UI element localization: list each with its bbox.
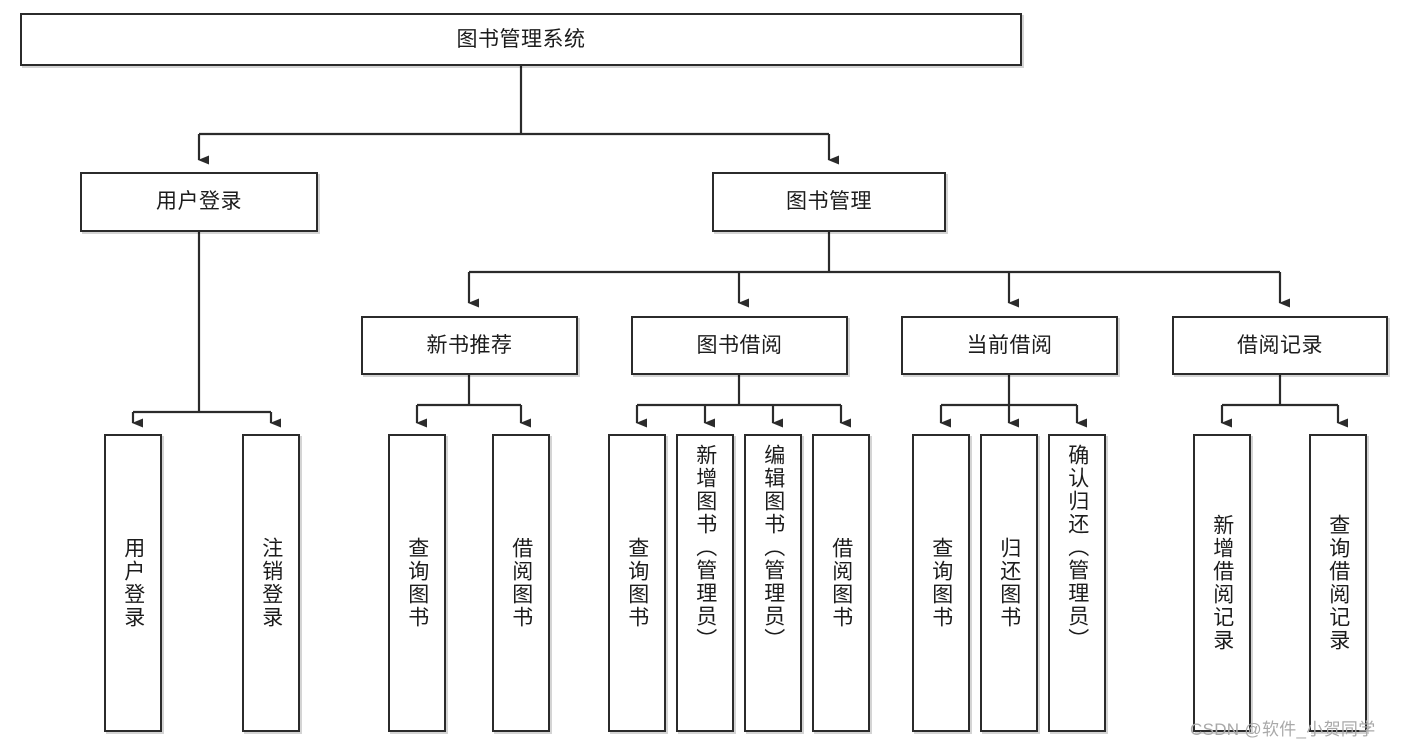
node-book-management-label: 图书管理	[786, 190, 872, 214]
node-current-borrow-label: 当前借阅	[966, 333, 1053, 357]
leaf-confirm-return-label: 确认归还（管理员）	[1065, 444, 1089, 651]
leaf-return-book[interactable]: 归还图书	[980, 434, 1038, 732]
node-new-book-recommend-label: 新书推荐	[426, 333, 513, 357]
leaf-query-book-1-label: 查询图书	[405, 537, 429, 629]
leaf-query-book-2[interactable]: 查询图书	[608, 434, 666, 732]
leaf-confirm-return[interactable]: 确认归还（管理员）	[1048, 434, 1106, 732]
node-new-book-recommend[interactable]: 新书推荐	[361, 316, 578, 375]
leaf-logout-login-label: 注销登录	[259, 537, 283, 629]
leaf-query-book-3-label: 查询图书	[929, 537, 953, 629]
node-borrow-record-label: 借阅记录	[1237, 333, 1323, 357]
leaf-add-record[interactable]: 新增借阅记录	[1193, 434, 1251, 732]
leaf-query-record-label: 查询借阅记录	[1326, 514, 1350, 652]
leaf-user-login-label: 用户登录	[121, 537, 145, 629]
leaf-edit-book-label: 编辑图书（管理员）	[761, 444, 785, 651]
node-book-borrow[interactable]: 图书借阅	[631, 316, 848, 375]
node-user-login-label: 用户登录	[156, 190, 242, 214]
leaf-borrow-book-2[interactable]: 借阅图书	[812, 434, 870, 732]
node-book-borrow-label: 图书借阅	[696, 333, 783, 357]
node-borrow-record[interactable]: 借阅记录	[1172, 316, 1388, 375]
leaf-add-record-label: 新增借阅记录	[1210, 514, 1234, 652]
leaf-borrow-book-1[interactable]: 借阅图书	[492, 434, 550, 732]
leaf-add-book-label: 新增图书（管理员）	[693, 444, 717, 651]
leaf-add-book[interactable]: 新增图书（管理员）	[676, 434, 734, 732]
leaf-borrow-book-1-label: 借阅图书	[509, 537, 533, 629]
node-current-borrow[interactable]: 当前借阅	[901, 316, 1118, 375]
node-root-label: 图书管理系统	[456, 27, 586, 51]
leaf-logout-login[interactable]: 注销登录	[242, 434, 300, 732]
node-user-login[interactable]: 用户登录	[80, 172, 318, 232]
leaf-query-record[interactable]: 查询借阅记录	[1309, 434, 1367, 732]
leaf-query-book-2-label: 查询图书	[625, 537, 649, 629]
leaf-borrow-book-2-label: 借阅图书	[829, 537, 853, 629]
node-root[interactable]: 图书管理系统	[20, 13, 1022, 66]
leaf-query-book-3[interactable]: 查询图书	[912, 434, 970, 732]
watermark-text: CSDN @软件_小贺同学	[1190, 720, 1376, 739]
leaf-return-book-label: 归还图书	[997, 537, 1021, 629]
leaf-query-book-1[interactable]: 查询图书	[388, 434, 446, 732]
leaf-edit-book[interactable]: 编辑图书（管理员）	[744, 434, 802, 732]
leaf-user-login[interactable]: 用户登录	[104, 434, 162, 732]
node-book-management[interactable]: 图书管理	[712, 172, 946, 232]
